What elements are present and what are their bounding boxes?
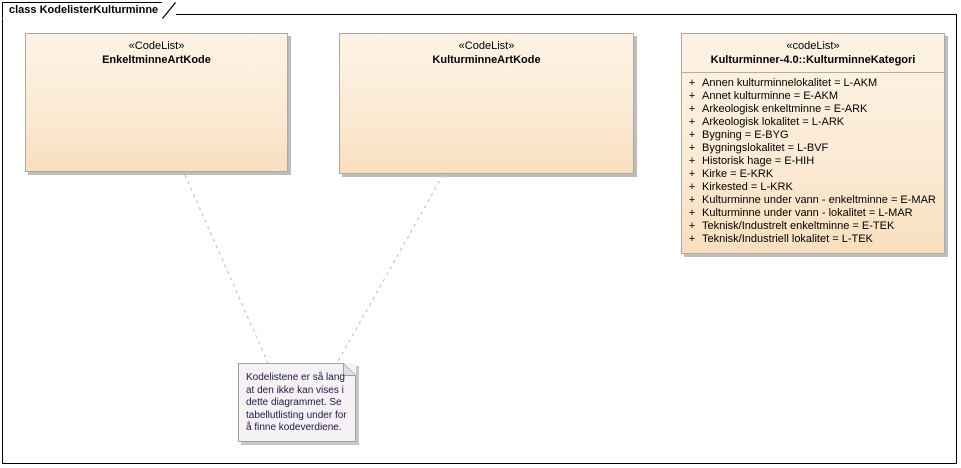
attribute-visibility: + — [688, 181, 696, 193]
class-attribute-row: + Teknisk/Industrelt enkeltminne = E-TEK — [682, 220, 944, 233]
attribute-visibility: + — [688, 103, 696, 115]
attribute-text: Historisk hage = E-HIH — [702, 155, 815, 167]
class-attribute-row: + Bygningslokalitet = L-BVF — [682, 142, 944, 155]
class-compartment-divider — [682, 72, 944, 73]
diagram-frame — [2, 14, 957, 464]
attribute-visibility: + — [688, 233, 696, 245]
attribute-text: Annet kulturminne = E-AKM — [702, 90, 839, 102]
class-name: Kulturminner-4.0::KulturminneKategori — [710, 54, 916, 66]
class-attribute-row: + Kirkested = L-KRK — [682, 181, 944, 194]
attribute-visibility: + — [688, 168, 696, 180]
class-stereotype: «CodeList» — [458, 40, 515, 52]
attribute-text: Kirkested = L-KRK — [702, 181, 793, 193]
class-attribute-row: + Historisk hage = E-HIH — [682, 155, 944, 168]
note-shape-icon — [238, 363, 356, 442]
class-header: «CodeList» KulturminneArtKode — [340, 34, 633, 72]
class-attribute-row: + Annet kulturminne = E-AKM — [682, 90, 944, 103]
attribute-text: Kulturminne under vann - enkeltminne = E… — [702, 194, 936, 206]
diagram-title-tab[interactable]: class KodelisterKulturminne — [2, 2, 177, 19]
note-text: Kodelistene er så lang at den ikke kan v… — [246, 372, 347, 434]
attribute-visibility: + — [688, 142, 696, 154]
attribute-visibility: + — [688, 155, 696, 167]
note-kodeliste[interactable]: Kodelistene er så lang at den ikke kan v… — [238, 363, 356, 442]
attribute-text: Teknisk/Industrelt enkeltminne = E-TEK — [702, 220, 895, 232]
class-attribute-row: + Arkeologisk enkeltminne = E-ARK — [682, 103, 944, 116]
class-attribute-row: + Arkeologisk lokalitet = L-ARK — [682, 116, 944, 129]
class-attribute-row: + Annen kulturminnelokalitet = L-AKM — [682, 77, 944, 90]
class-attribute-row: + Kulturminne under vann - enkeltminne = … — [682, 194, 944, 207]
class-name: KulturminneArtKode — [432, 54, 541, 66]
title-tab-slant-icon — [162, 2, 177, 19]
page-title: class KodelisterKulturminne — [9, 4, 159, 16]
attribute-text: Arkeologisk enkeltminne = E-ARK — [702, 103, 868, 115]
attribute-text: Annen kulturminnelokalitet = L-AKM — [702, 77, 878, 89]
class-attribute-row: + Teknisk/Industriell lokalitet = L-TEK — [682, 233, 944, 246]
attribute-visibility: + — [688, 90, 696, 102]
class-box-kulturminne-kategori[interactable]: «codeList» Kulturminner-4.0::Kulturminne… — [681, 33, 945, 254]
class-stereotype: «CodeList» — [128, 40, 185, 52]
class-attribute-list: + Annen kulturminnelokalitet = L-AKM + Anne… — [682, 73, 944, 252]
class-header: «CodeList» EnkeltminneArtKode — [26, 34, 287, 72]
class-box-enkeltminne-art-kode[interactable]: «CodeList» EnkeltminneArtKode — [25, 33, 288, 172]
attribute-visibility: + — [688, 194, 696, 206]
attribute-visibility: + — [688, 220, 696, 232]
attribute-text: Kulturminne under vann - lokalitet = L-M… — [702, 207, 913, 219]
attribute-text: Teknisk/Industriell lokalitet = L-TEK — [702, 233, 873, 245]
class-attribute-row: + Kulturminne under vann - lokalitet = L-… — [682, 207, 944, 220]
attribute-text: Bygningslokalitet = L-BVF — [702, 142, 829, 154]
class-stereotype: «codeList» — [786, 40, 840, 52]
diagram-title-tab-body: class KodelisterKulturminne — [2, 2, 163, 19]
attribute-visibility: + — [688, 207, 696, 219]
attribute-visibility: + — [688, 116, 696, 128]
class-box-kulturminne-art-kode[interactable]: «CodeList» KulturminneArtKode — [339, 33, 634, 174]
class-attribute-row: + Kirke = E-KRK — [682, 168, 944, 181]
class-name: EnkeltminneArtKode — [102, 54, 211, 66]
attribute-visibility: + — [688, 129, 696, 141]
attribute-text: Bygning = E-BYG — [702, 129, 789, 141]
attribute-text: Kirke = E-KRK — [702, 168, 774, 180]
class-header: «codeList» Kulturminner-4.0::Kulturminne… — [682, 34, 944, 72]
attribute-visibility: + — [688, 77, 696, 89]
attribute-text: Arkeologisk lokalitet = L-ARK — [702, 116, 845, 128]
class-attribute-row: + Bygning = E-BYG — [682, 129, 944, 142]
